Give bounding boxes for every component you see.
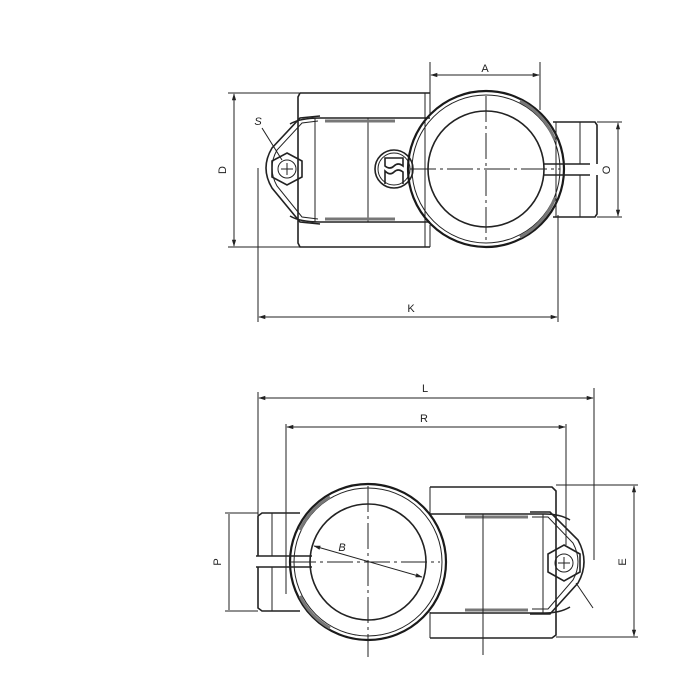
label-K: K — [407, 303, 415, 315]
dimension-A: A — [429, 62, 541, 110]
label-L: L — [422, 383, 428, 395]
pipe-ring — [256, 482, 448, 657]
label-R: R — [420, 413, 428, 425]
label-E: E — [617, 558, 629, 565]
dimension-L: L — [257, 383, 595, 560]
clamp-body-outline — [429, 486, 571, 655]
top-view: A D K O S — [217, 62, 622, 322]
dimension-B: B — [313, 542, 423, 578]
dimension-O: O — [597, 121, 622, 218]
label-D: D — [217, 166, 229, 174]
dimension-P: P — [212, 512, 258, 612]
label-O: O — [601, 165, 613, 174]
label-A: A — [481, 63, 489, 75]
pipe-ring — [406, 89, 590, 249]
tube-stub — [553, 121, 598, 218]
dimension-S: S — [254, 116, 283, 161]
bottom-view: L R P E B — [212, 383, 638, 657]
screw-lug — [265, 115, 321, 225]
label-S: S — [254, 116, 262, 128]
screw-lug — [530, 511, 585, 615]
hex-nut-icon — [547, 544, 594, 609]
dimension-E: E — [556, 484, 638, 638]
tube-stub — [257, 512, 300, 612]
label-P: P — [212, 558, 224, 565]
dimension-D: D — [217, 92, 300, 248]
label-B: B — [338, 542, 345, 554]
dimension-K: K — [257, 168, 559, 322]
hex-nut-icon — [271, 152, 303, 186]
